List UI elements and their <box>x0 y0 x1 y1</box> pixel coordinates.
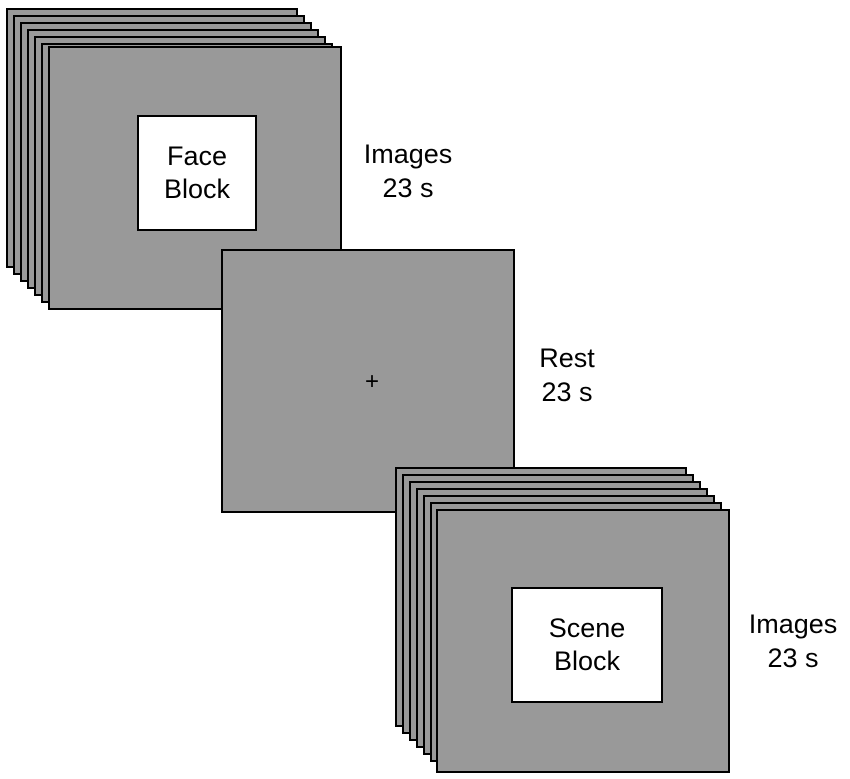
face-block-label-line1: Face <box>166 141 228 171</box>
scene-block-label-line1: Scene <box>548 613 626 643</box>
face-block-label-line2: Block <box>163 174 231 204</box>
scene-front-screen: Scene Block <box>436 509 730 773</box>
scene-block-label-line2: Block <box>553 646 621 676</box>
scene-caption-line2: 23 s <box>767 643 819 673</box>
rest-caption: Rest 23 s <box>512 341 622 409</box>
face-block-caption: Images 23 s <box>344 137 472 205</box>
fixation-cross: + <box>364 368 379 395</box>
scene-block-caption: Images 23 s <box>738 607 848 675</box>
scene-block-label-box: Scene Block <box>511 587 663 703</box>
scene-caption-line1: Images <box>748 609 838 639</box>
face-caption-line1: Images <box>363 139 453 169</box>
face-caption-line2: 23 s <box>382 173 434 203</box>
face-block-label-box: Face Block <box>137 115 257 231</box>
rest-caption-line1: Rest <box>539 343 595 373</box>
rest-caption-line2: 23 s <box>541 377 593 407</box>
